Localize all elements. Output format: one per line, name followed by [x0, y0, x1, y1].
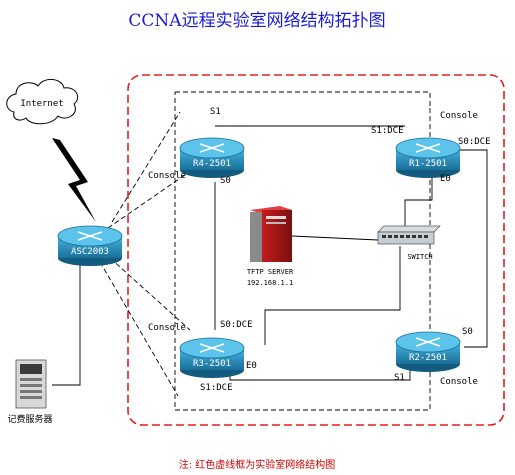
port-r1-s1dce: S1:DCE — [371, 126, 404, 136]
port-r1-e0: E0 — [440, 174, 451, 184]
link-server-switch — [291, 235, 379, 241]
internet-label: Internet — [20, 99, 63, 109]
footnote: 注: 红色虚线框为实验室网络结构图 — [179, 458, 336, 471]
console-line-asc-r1 — [111, 111, 181, 223]
wan-link-icon — [52, 138, 96, 222]
router-arrows-icon — [77, 231, 103, 241]
router-r2[interactable]: R2-2501 — [395, 331, 461, 372]
port-r1-console: Console — [440, 111, 478, 121]
port-r3-e0: E0 — [246, 361, 257, 371]
console-line-asc-r3 — [109, 257, 191, 331]
router-label: R2-2501 — [409, 353, 447, 363]
lab-frame — [127, 74, 505, 426]
link-r3-r2 — [229, 368, 411, 381]
router-r4[interactable]: R4-2501 — [179, 137, 245, 178]
port-r4-s1: S1 — [210, 107, 221, 117]
port-r4-console: Console — [148, 171, 186, 181]
router-label: R1-2501 — [409, 159, 447, 169]
link-r1-r2 — [460, 149, 488, 348]
server-ip: 192.168.1.1 — [247, 279, 293, 287]
port-r2-s0: S0 — [462, 327, 473, 337]
billing-server[interactable]: 记费服务器 — [7, 359, 53, 425]
server-name: TFTP SERVER — [247, 268, 294, 276]
internet-cloud: Internet — [6, 79, 79, 125]
link-asc-billing — [52, 262, 81, 386]
port-r4-s0: S0 — [220, 176, 231, 186]
router-arrows-icon — [415, 337, 441, 347]
switch-device[interactable]: SWITCH — [377, 225, 441, 261]
console-frame — [174, 91, 431, 411]
router-arrows-icon — [415, 143, 441, 153]
switch-label: SWITCH — [407, 253, 432, 261]
diagram-title: CCNA远程实验室网络结构拓扑图 — [128, 11, 385, 31]
router-arrows-icon — [199, 143, 225, 153]
console-line-asc-r2 — [99, 261, 179, 397]
tftp-server[interactable]: TFTP SERVER 192.168.1.1 — [247, 206, 294, 287]
billing-label: 记费服务器 — [7, 413, 52, 425]
port-r3-s0dce: S0:DCE — [220, 320, 253, 330]
router-arrows-icon — [199, 343, 225, 353]
link-r1-switch — [404, 172, 433, 232]
port-r3-console: Console — [148, 323, 186, 333]
port-r2-s1: S1 — [394, 373, 405, 383]
router-label: ASC2003 — [71, 247, 109, 257]
router-r3[interactable]: R3-2501 — [179, 337, 245, 378]
link-switch-r3 — [264, 246, 401, 345]
router-label: R4-2501 — [193, 159, 231, 169]
router-asc2003[interactable]: ASC2003 — [57, 225, 123, 266]
router-r1[interactable]: R1-2501 — [395, 137, 461, 178]
router-label: R3-2501 — [193, 359, 231, 369]
console-line-asc-r4 — [107, 167, 196, 229]
port-r3-s1dce: S1:DCE — [200, 383, 233, 393]
port-r2-console: Console — [440, 377, 478, 387]
port-r1-s0dce: S0:DCE — [458, 137, 491, 147]
